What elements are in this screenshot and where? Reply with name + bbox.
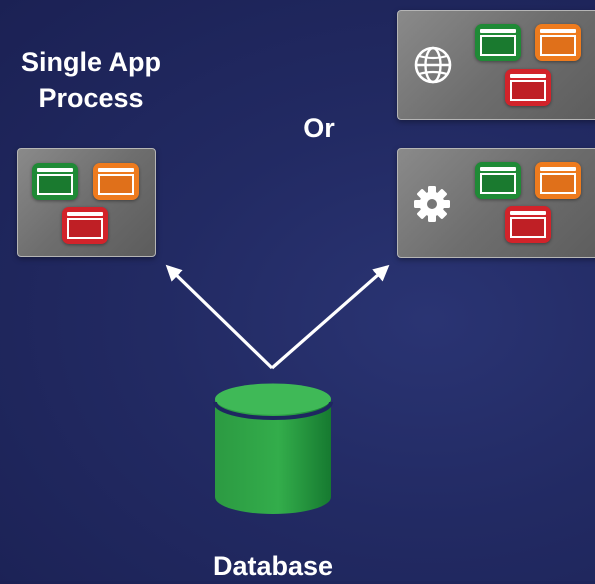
red-window-icon [62, 207, 108, 244]
globe-icon [414, 46, 452, 84]
gear-icon [414, 186, 450, 222]
worker-process-panel [397, 148, 595, 258]
red-window-icon [505, 206, 551, 243]
title-line-1: Single App [21, 47, 161, 77]
orange-window-icon [93, 163, 139, 200]
single-process-panel [17, 148, 156, 257]
or-label: Or [303, 113, 335, 143]
database-label: Database [212, 551, 334, 581]
green-window-icon [475, 162, 521, 199]
arrow-to-single-process [165, 264, 274, 370]
orange-window-icon [535, 24, 581, 61]
database-icon [213, 383, 333, 514]
orange-window-icon [535, 162, 581, 199]
single-app-process-label: Single App Process [0, 44, 182, 116]
title-line-2: Process [38, 83, 144, 113]
green-window-icon [32, 163, 78, 200]
web-process-panel [397, 10, 595, 120]
red-window-icon [505, 69, 551, 106]
arrow-to-multi-process [270, 264, 390, 370]
green-window-icon [475, 24, 521, 61]
